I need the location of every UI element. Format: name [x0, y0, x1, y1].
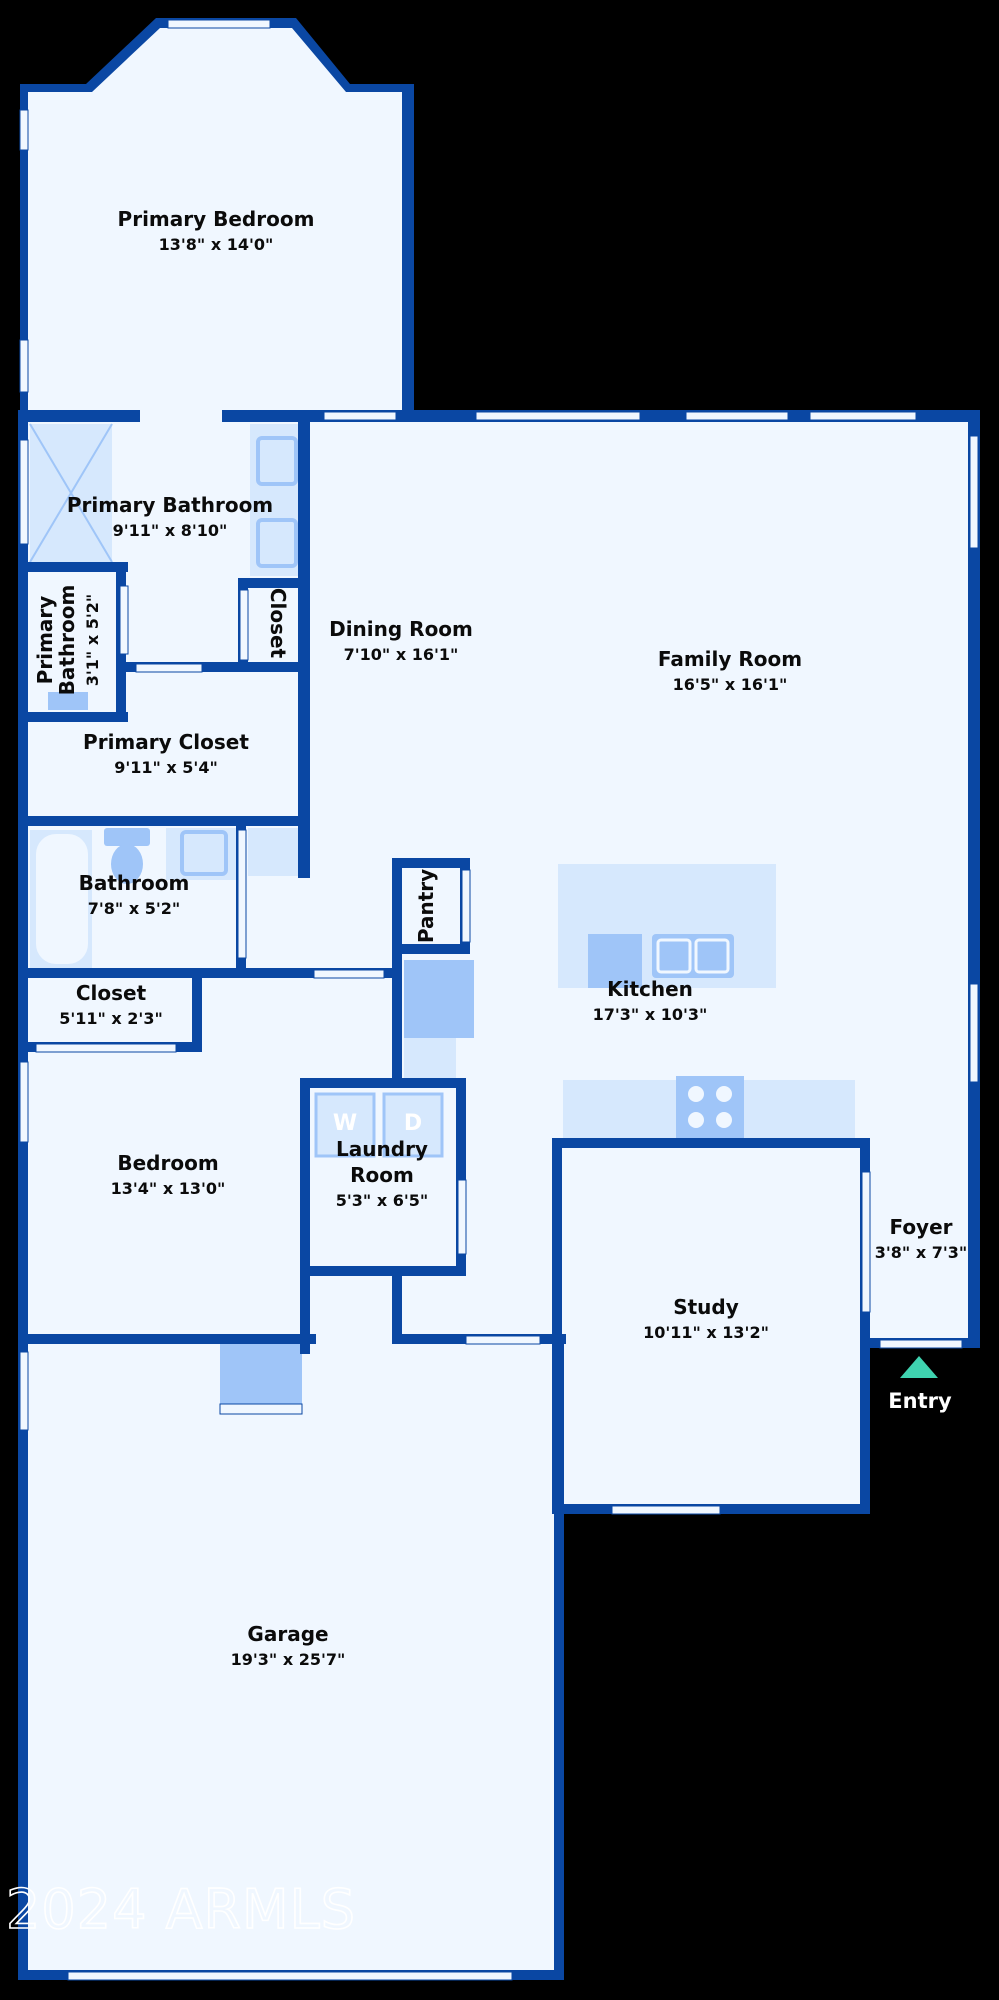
- study-name: Study: [673, 1295, 739, 1319]
- primary-closet-name: Primary Closet: [83, 730, 249, 754]
- closet-dims: 5'11" x 2'3": [59, 1009, 163, 1028]
- garage-dims: 19'3" x 25'7": [231, 1650, 346, 1669]
- washer-label: W: [333, 1111, 357, 1136]
- dining-room-dims: 7'10" x 16'1": [344, 645, 459, 664]
- study-dims: 10'11" x 13'2": [643, 1323, 769, 1342]
- dishwasher-icon: [588, 934, 642, 988]
- windows: [19, 19, 979, 1981]
- walls: [18, 18, 980, 1980]
- entry-arrow-icon: [900, 1356, 938, 1378]
- primary-bedroom-name: Primary Bedroom: [118, 207, 315, 231]
- foyer-name: Foyer: [889, 1215, 952, 1239]
- primary-bathroom-small-dims: 3'1" x 5'2": [83, 594, 102, 686]
- primary-bathroom-name: Primary Bathroom: [67, 493, 273, 517]
- toilet-icon: [48, 692, 88, 710]
- bedroom-dims: 13'4" x 13'0": [111, 1179, 226, 1198]
- primary-bathroom-small-name-2: Bathroom: [55, 585, 79, 696]
- sink-icon: [652, 934, 734, 978]
- primary-bathroom-dims: 9'11" x 8'10": [113, 521, 228, 540]
- laundry-room-dims: 5'3" x 6'5": [336, 1191, 428, 1210]
- bedroom-name: Bedroom: [117, 1151, 218, 1175]
- pantry-name: Pantry: [414, 869, 438, 943]
- kitchen-name: Kitchen: [607, 977, 693, 1001]
- fixtures: [29, 423, 855, 1414]
- sink-icon: [256, 436, 298, 486]
- labels: Primary Bedroom 13'8" x 14'0" Primary Ba…: [5, 207, 967, 1942]
- toilet-icon: [104, 828, 150, 846]
- primary-closet-dims: 9'11" x 5'4": [114, 758, 218, 777]
- bathroom-dims: 7'8" x 5'2": [88, 899, 180, 918]
- bathroom-name: Bathroom: [79, 871, 190, 895]
- dryer: [382, 1092, 444, 1158]
- watermark: 2024 ARMLS: [6, 1878, 356, 1941]
- family-room-name: Family Room: [658, 647, 802, 671]
- sink-icon: [256, 518, 298, 568]
- kitchen-dims: 17'3" x 10'3": [593, 1005, 708, 1024]
- laundry-room-name-1: Laundry: [336, 1137, 428, 1161]
- entry-label: Entry: [888, 1389, 952, 1413]
- family-room-dims: 16'5" x 16'1": [673, 675, 788, 694]
- closet-name: Closet: [76, 981, 147, 1005]
- primary-bedroom-dims: 13'8" x 14'0": [159, 235, 274, 254]
- sink-icon: [180, 830, 228, 876]
- foyer-dims: 3'8" x 7'3": [875, 1243, 967, 1262]
- garage-name: Garage: [247, 1622, 328, 1646]
- dining-room-name: Dining Room: [329, 617, 473, 641]
- washer: [314, 1092, 376, 1158]
- dryer-label: D: [404, 1111, 422, 1136]
- cooktop-icon: [676, 1076, 744, 1138]
- refrigerator: [404, 960, 474, 1038]
- laundry-room-name-2: Room: [350, 1163, 414, 1187]
- primary-bathroom-small-name-1: Primary: [33, 596, 57, 685]
- bathtub-icon: [36, 834, 88, 964]
- garage-steps: [220, 1344, 302, 1414]
- closet-vertical-name: Closet: [266, 588, 290, 659]
